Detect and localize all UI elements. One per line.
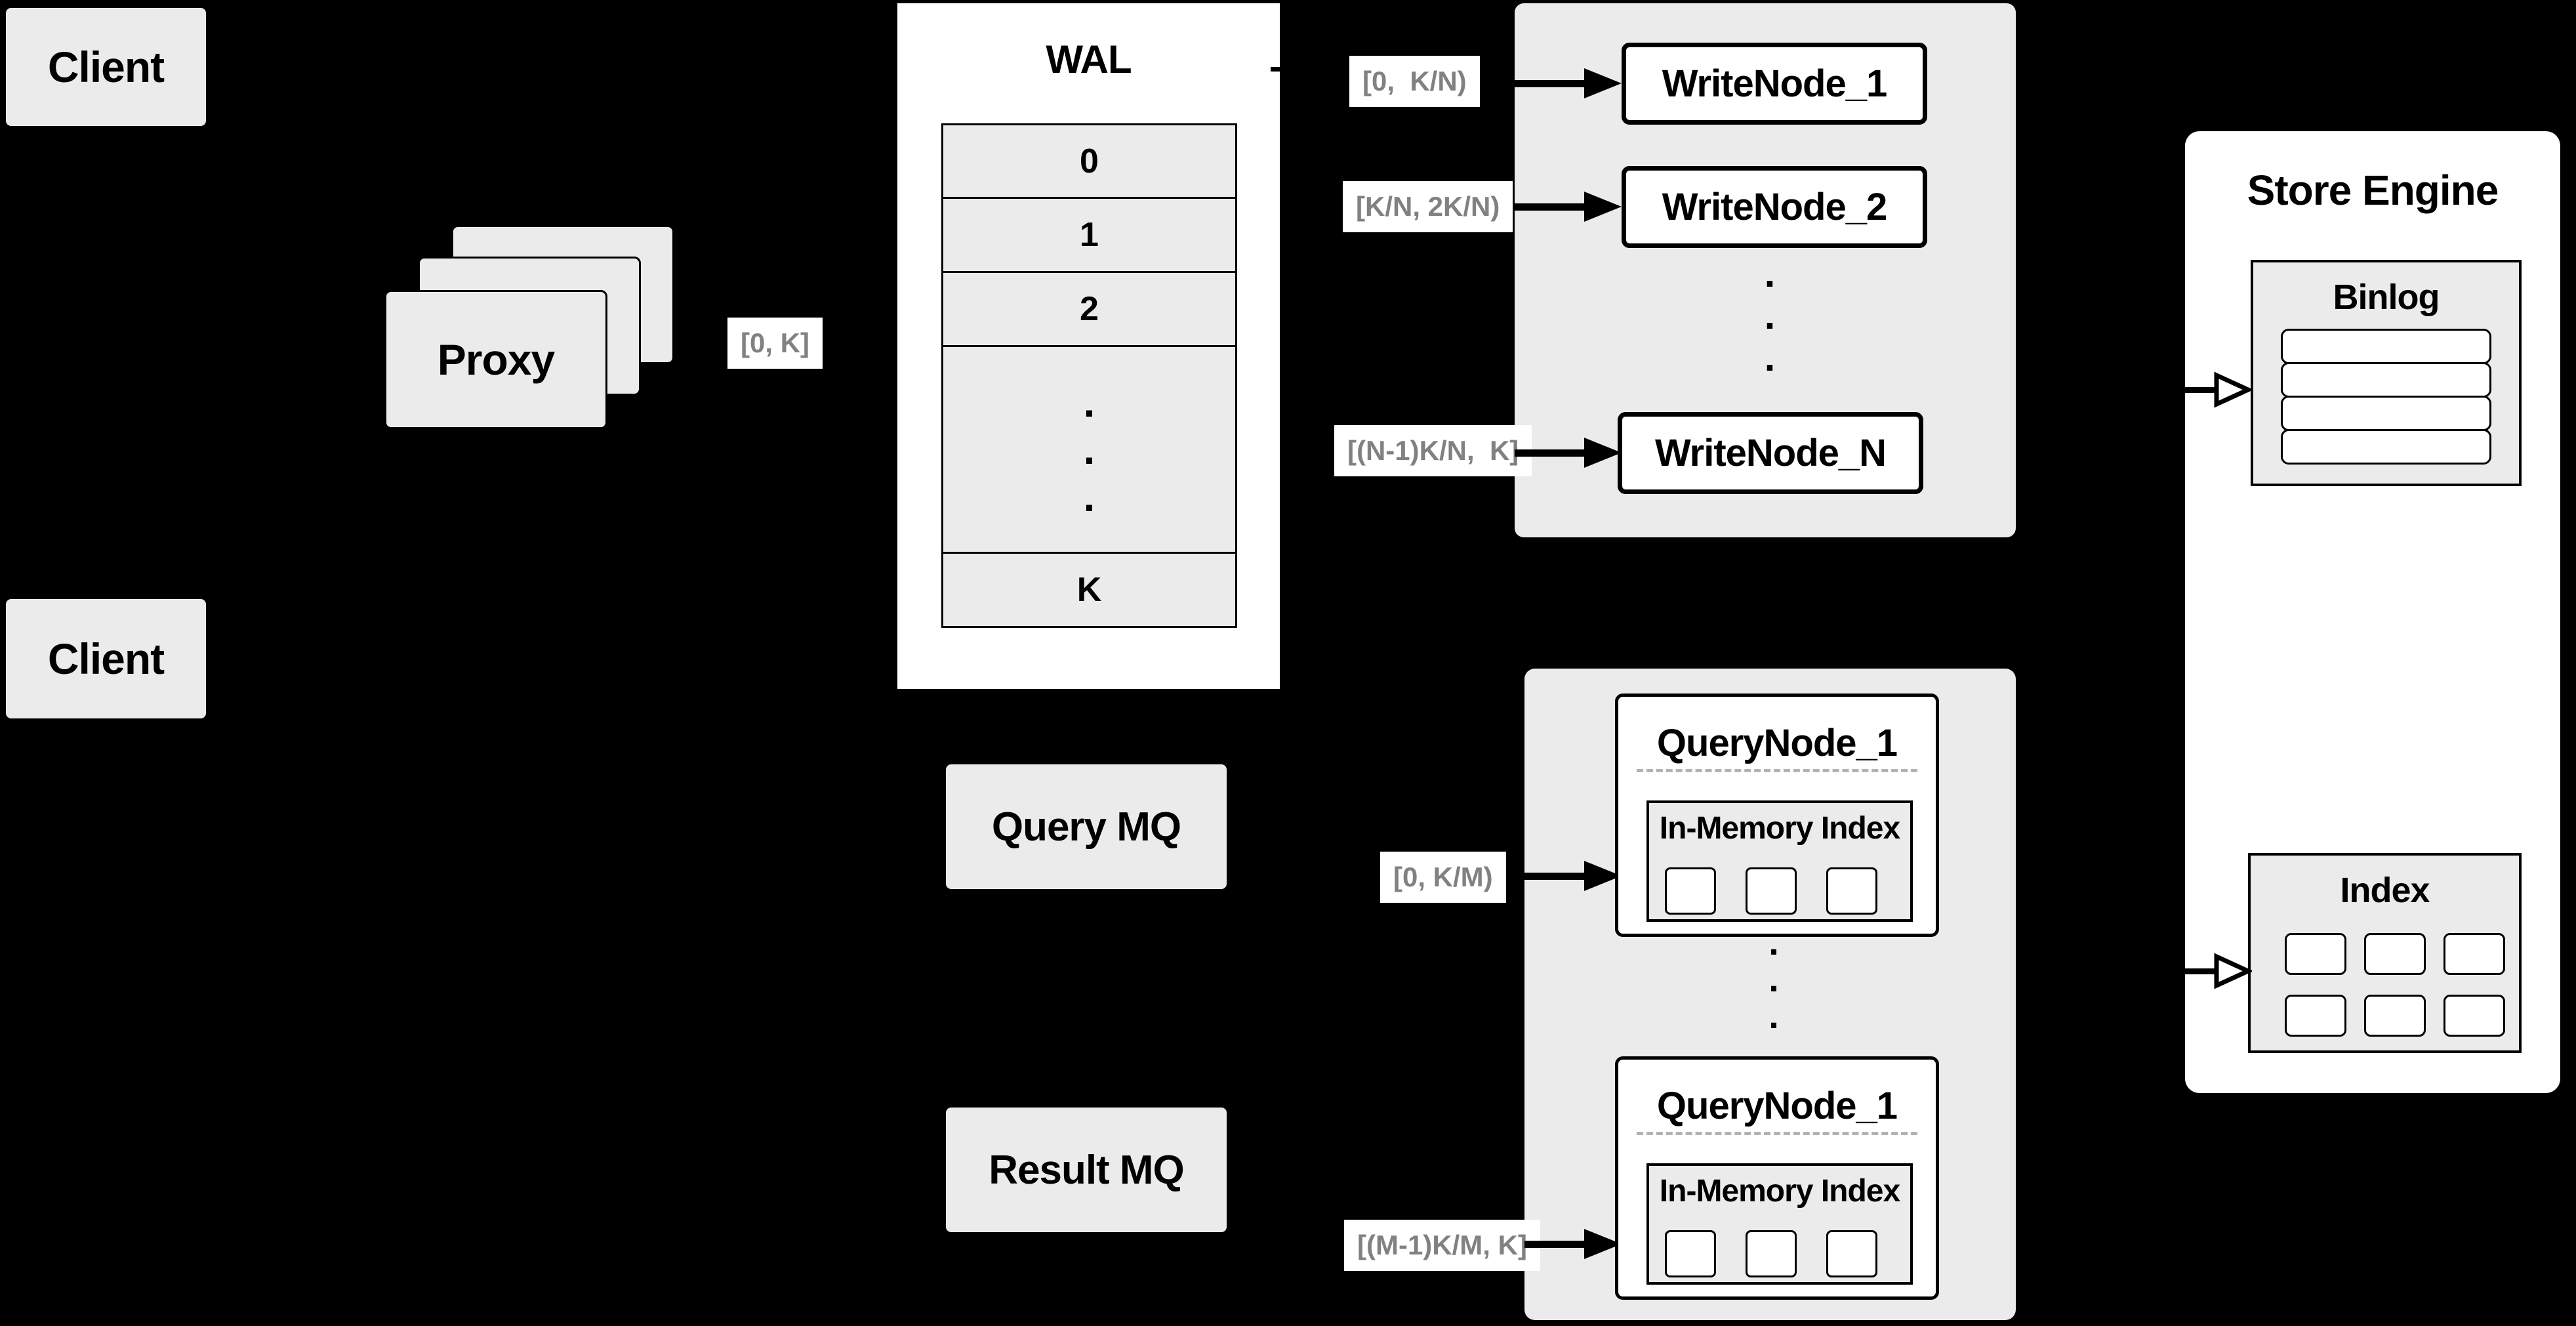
arrow-tail-mark — [1271, 67, 1280, 72]
query-node-top-inner: In-Memory Index — [1646, 800, 1913, 922]
arrow-index-open-head — [2214, 953, 2252, 989]
binlog-rows — [2281, 329, 2491, 465]
client-top-label: Client — [47, 43, 165, 91]
index-square — [1665, 1230, 1716, 1277]
index-square — [1826, 1230, 1877, 1277]
arrow-index-shaft — [2185, 968, 2217, 974]
query-node-top-separator — [1637, 769, 1917, 772]
arrow-binlog-shaft — [2185, 387, 2217, 393]
proxy-label: Proxy — [437, 335, 555, 384]
binlog-row — [2281, 429, 2491, 465]
range-label-write-1: [0, K/N) — [1349, 56, 1480, 107]
binlog-title: Binlog — [2333, 278, 2440, 317]
query-nodes-ellipsis: . . . — [1768, 921, 1779, 1036]
arrow-write-2-shaft — [1515, 203, 1584, 211]
binlog-row — [2281, 329, 2491, 364]
store-engine-box: Store Engine Binlog Index — [2185, 131, 2560, 1093]
query-mq-box: Query MQ — [946, 764, 1227, 889]
wal-table: 0 1 2 . . . K — [941, 123, 1237, 628]
in-memory-index-title-bottom: In-Memory Index — [1659, 1173, 1900, 1209]
wal-row-k: K — [943, 554, 1235, 626]
arrow-write-2-head — [1584, 192, 1622, 222]
write-node-1-label: WriteNode_1 — [1662, 62, 1887, 105]
query-node-bottom: QueryNode_1 In-Memory Index — [1615, 1056, 1939, 1300]
index-cell — [2364, 933, 2426, 975]
index-cells-row-1 — [2285, 933, 2505, 975]
in-memory-index-title-top: In-Memory Index — [1659, 810, 1900, 846]
write-node-n: WriteNode_N — [1618, 412, 1923, 494]
write-node-2: WriteNode_2 — [1622, 166, 1927, 248]
store-engine-title: Store Engine — [2247, 167, 2499, 214]
query-node-bottom-inner: In-Memory Index — [1646, 1163, 1913, 1285]
binlog-row — [2281, 362, 2491, 398]
write-nodes-ellipsis: . . . — [1764, 251, 1776, 379]
wal-title: WAL — [1046, 37, 1132, 81]
write-node-2-label: WriteNode_2 — [1662, 186, 1887, 228]
index-cell — [2285, 933, 2346, 975]
binlog-row — [2281, 396, 2491, 431]
in-memory-squares-top — [1665, 867, 1877, 915]
arrow-write-n-shaft — [1515, 449, 1584, 457]
arrow-write-1-shaft — [1515, 80, 1584, 87]
result-mq-box: Result MQ — [946, 1108, 1227, 1232]
client-box-bottom: Client — [6, 599, 206, 718]
range-label-query-m: [(M-1)K/M, K] — [1344, 1220, 1540, 1271]
arrow-write-1-head — [1584, 68, 1622, 98]
wal-row-0: 0 — [943, 125, 1235, 199]
wal-ellipsis-dots: . . . — [1083, 379, 1095, 520]
index-title: Index — [2340, 871, 2430, 910]
query-node-bottom-separator — [1637, 1132, 1917, 1135]
arrow-write-n-head — [1584, 438, 1622, 468]
query-node-bottom-title: QueryNode_1 — [1656, 1084, 1898, 1127]
range-label-write-2: [K/N, 2K/N) — [1343, 181, 1513, 232]
wal-row-ellipsis: . . . — [943, 347, 1235, 554]
client-bottom-label: Client — [47, 634, 165, 683]
index-cell — [2285, 995, 2346, 1037]
index-box: Index — [2248, 853, 2522, 1053]
range-label-write-n: [(N-1)K/N, K] — [1334, 425, 1532, 476]
index-square — [1746, 867, 1797, 915]
index-square — [1826, 867, 1877, 915]
binlog-box: Binlog — [2251, 260, 2522, 486]
query-node-top: QueryNode_1 In-Memory Index — [1615, 694, 1939, 937]
arrow-query-1-shaft — [1524, 873, 1584, 880]
index-cells-row-2 — [2285, 995, 2505, 1037]
range-label-proxy-wal: [0, K] — [727, 318, 823, 369]
query-node-top-title: QueryNode_1 — [1656, 721, 1898, 764]
arrow-query-m-shaft — [1524, 1241, 1584, 1248]
in-memory-squares-bottom — [1665, 1230, 1877, 1277]
write-node-1: WriteNode_1 — [1622, 43, 1927, 125]
index-cell — [2364, 995, 2426, 1037]
arrow-binlog-open-head — [2214, 371, 2252, 408]
result-mq-label: Result MQ — [989, 1147, 1185, 1193]
query-mq-label: Query MQ — [991, 804, 1181, 850]
index-square — [1746, 1230, 1797, 1277]
index-square — [1665, 867, 1716, 915]
index-cell — [2443, 933, 2505, 975]
proxy-box: Proxy — [384, 290, 607, 429]
client-box-top: Client — [6, 8, 206, 126]
wal-container: WAL 0 1 2 . . . K — [897, 3, 1280, 689]
write-node-n-label: WriteNode_N — [1654, 432, 1887, 474]
range-label-query-1: [0, K/M) — [1380, 852, 1506, 903]
index-cell — [2443, 995, 2505, 1037]
wal-row-1: 1 — [943, 199, 1235, 273]
wal-row-2: 2 — [943, 273, 1235, 347]
